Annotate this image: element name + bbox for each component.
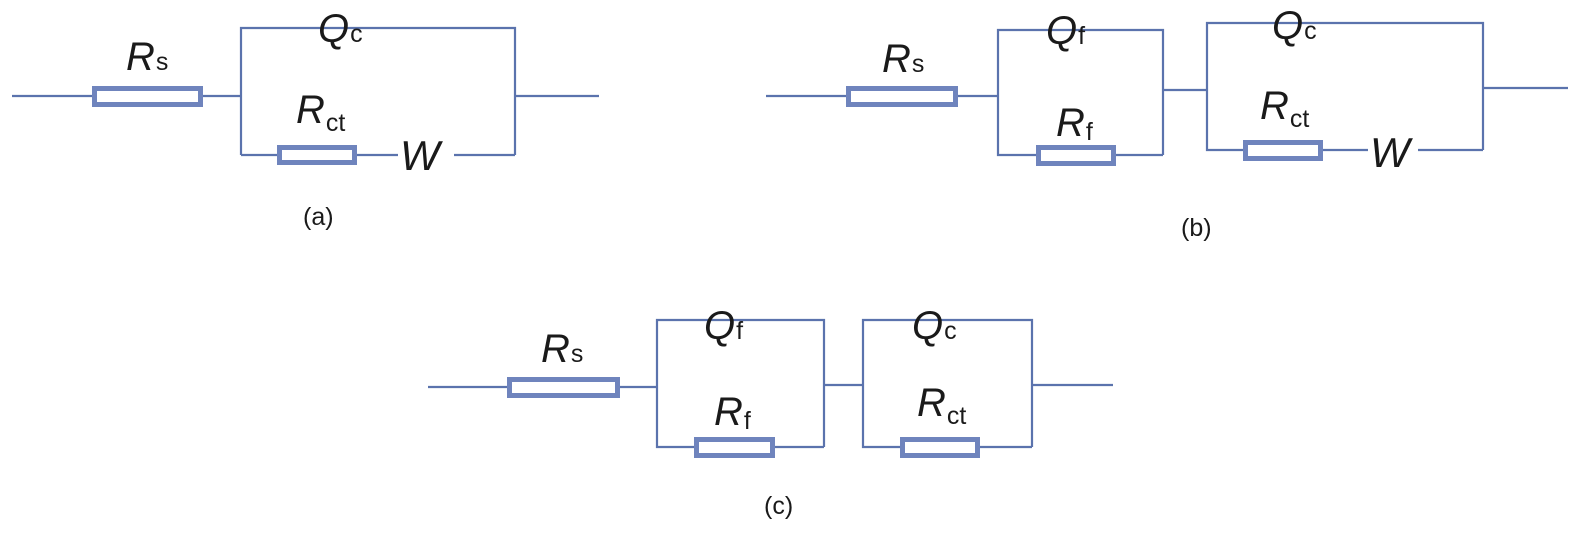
circuit-a-rs-resistor xyxy=(92,86,203,107)
circuit-c-caption: (c) xyxy=(764,492,793,520)
circuit-b-rct-label: Rct xyxy=(1260,84,1309,133)
circuit-c-rct-resistor xyxy=(900,437,980,458)
circuit-c-rf-label: Rf xyxy=(714,390,751,435)
circuit-a-wires xyxy=(12,26,599,157)
circuit-a-caption: (a) xyxy=(303,203,334,231)
circuit-c-wires xyxy=(428,318,1113,449)
circuit-a-w-label: W xyxy=(400,132,443,179)
circuit-b-wires xyxy=(766,21,1568,157)
circuit-c-rf-resistor xyxy=(694,437,775,458)
circuit-a-qc-label: Qc xyxy=(318,7,363,51)
circuit-a-rct-label: Rct xyxy=(296,88,345,137)
circuit-c: Rs Qf Rf Qc Rct (c) xyxy=(428,304,1113,520)
circuit-c-rs-label: Rs xyxy=(541,327,583,371)
circuit-a: Rs Qc Rct W (a) xyxy=(12,7,599,231)
circuit-b-qc-label: Qc xyxy=(1272,4,1317,48)
circuit-b-rct-resistor xyxy=(1243,140,1323,161)
circuit-a-rs-label: Rs xyxy=(126,35,168,79)
circuit-b: Rs Qf Rf Qc Rct W (b) xyxy=(766,4,1568,242)
circuit-b-rf-label: Rf xyxy=(1056,101,1093,146)
circuit-c-rct-label: Rct xyxy=(917,381,966,430)
circuit-c-rs-resistor xyxy=(507,377,620,398)
circuit-a-rct-resistor xyxy=(277,145,357,165)
circuit-b-rs-resistor xyxy=(846,86,958,107)
circuit-c-qc-label: Qc xyxy=(912,304,957,348)
circuit-b-rf-resistor xyxy=(1036,145,1116,166)
circuit-b-caption: (b) xyxy=(1181,214,1212,242)
circuit-b-w-label: W xyxy=(1370,129,1413,176)
circuit-b-qf-label: Qf xyxy=(1046,9,1085,53)
circuit-c-qf-label: Qf xyxy=(704,304,743,348)
circuit-b-rs-label: Rs xyxy=(882,37,924,81)
